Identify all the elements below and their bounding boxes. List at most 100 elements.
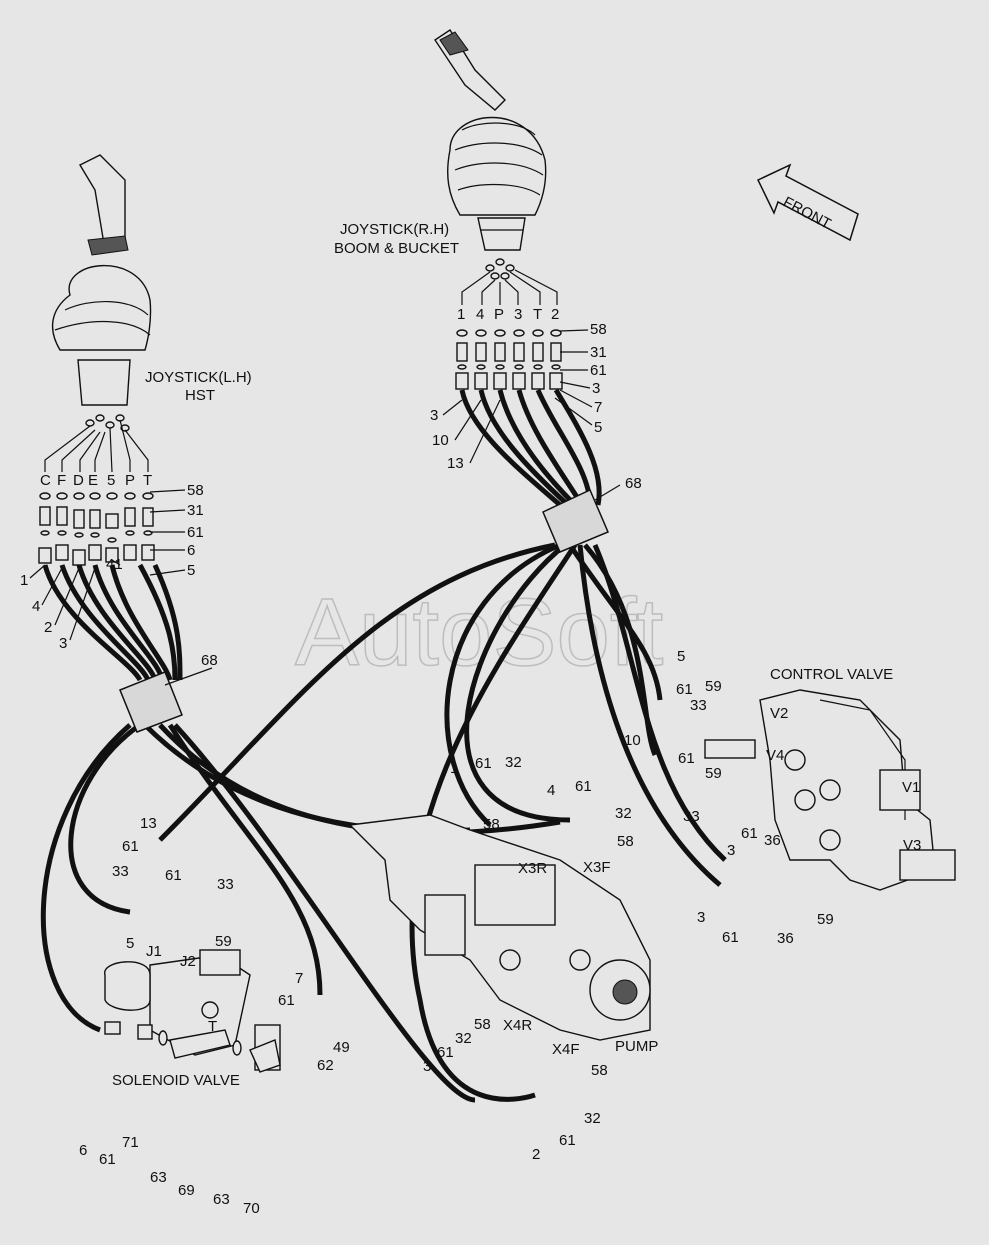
- lh-port-p: P: [125, 472, 135, 489]
- callout-lh-5: 5: [187, 562, 195, 579]
- hose-band-rh: [542, 488, 609, 553]
- callout-lh-61: 61: [187, 524, 204, 541]
- callout-cv-33b: 33: [683, 808, 700, 825]
- callout-f-6: 6: [79, 1142, 87, 1159]
- callout-f-69: 69: [178, 1182, 195, 1199]
- rh-fittings: [455, 329, 563, 390]
- pump-label: PUMP: [615, 1038, 658, 1055]
- lh-port-d: D: [73, 472, 84, 489]
- callout-cv-61a: 61: [676, 681, 693, 698]
- lh-port-c: C: [40, 472, 51, 489]
- callout-b-61r: 61: [559, 1132, 576, 1149]
- solenoid-valve-label: SOLENOID VALVE: [112, 1072, 240, 1089]
- callout-f-61: 61: [99, 1151, 116, 1168]
- callout-f-63b: 63: [213, 1191, 230, 1208]
- callout-f-71: 71: [122, 1134, 139, 1151]
- callout-b-58r: 58: [591, 1062, 608, 1079]
- callout-rh-7: 7: [594, 399, 602, 416]
- joystick-lh: [51, 154, 152, 432]
- port-j1: J1: [146, 943, 162, 960]
- pump: [348, 814, 651, 1041]
- port-j2: J2: [180, 953, 196, 970]
- callout-rh-68: 68: [625, 475, 642, 492]
- control-valve: [704, 689, 956, 891]
- rh-port-4: 4: [476, 306, 484, 323]
- callout-cv-10: 10: [624, 732, 641, 749]
- port-x4r: X4R: [503, 1017, 532, 1034]
- callout-lh-31: 31: [187, 502, 204, 519]
- leader-lines: [29, 329, 621, 686]
- rh-port-1: 1: [457, 306, 465, 323]
- callout-cv-36a: 36: [764, 832, 781, 849]
- port-x4f: X4F: [552, 1041, 580, 1058]
- callout-lh-6: 6: [187, 542, 195, 559]
- callout-lh-1: 1: [20, 572, 28, 589]
- callout-rh-13: 13: [447, 455, 464, 472]
- callout-b-58: 58: [474, 1016, 491, 1033]
- joystick-rh: [434, 29, 547, 280]
- hose-band-lh: [119, 671, 183, 733]
- callout-p-58b: 58: [617, 833, 634, 850]
- callout-b-3: 3: [423, 1058, 431, 1075]
- callout-cv-61d: 61: [722, 929, 739, 946]
- callout-p-61b: 61: [575, 778, 592, 795]
- callout-p-32b: 32: [615, 805, 632, 822]
- callout-p-58a: 58: [483, 816, 500, 833]
- callout-cv-61b: 61: [678, 750, 695, 767]
- callout-s-62: 62: [317, 1057, 334, 1074]
- callout-s-49: 49: [333, 1039, 350, 1056]
- callout-f-70: 70: [243, 1200, 260, 1217]
- callout-lh-41: 41: [106, 556, 123, 573]
- callout-cv-61c: 61: [741, 825, 758, 842]
- port-v4: V4: [766, 747, 784, 764]
- callout-cv-33a: 33: [690, 697, 707, 714]
- callout-lh-4: 4: [32, 598, 40, 615]
- bottom-fittings: [104, 1021, 281, 1073]
- callout-b-61: 61: [437, 1044, 454, 1061]
- rh-port-p: P: [494, 306, 504, 323]
- callout-cv-59c: 59: [817, 911, 834, 928]
- callout-s-33a: 33: [112, 863, 129, 880]
- callout-lh-68: 68: [201, 652, 218, 669]
- port-v1: V1: [902, 779, 920, 796]
- callout-cv-59a: 59: [705, 678, 722, 695]
- callout-rh-61: 61: [590, 362, 607, 379]
- callout-s-33b: 33: [217, 876, 234, 893]
- port-v3: V3: [903, 837, 921, 854]
- port-t: T: [208, 1018, 217, 1035]
- callout-cv-3a: 3: [727, 842, 735, 859]
- hoses: [40, 388, 727, 1103]
- callout-p-4: 4: [547, 782, 555, 799]
- callout-cv-36b: 36: [777, 930, 794, 947]
- callout-p-32a: 32: [505, 754, 522, 771]
- callout-s-61c: 61: [278, 992, 295, 1009]
- callout-s-59: 59: [215, 933, 232, 950]
- callout-cv-5: 5: [677, 648, 685, 665]
- callout-f-63a: 63: [150, 1169, 167, 1186]
- callout-rh-10: 10: [432, 432, 449, 449]
- lh-port-t: T: [143, 472, 152, 489]
- lh-port-e: E: [88, 472, 98, 489]
- callout-cv-59b: 59: [705, 765, 722, 782]
- callout-s-7: 7: [295, 970, 303, 987]
- rh-port-3: 3: [514, 306, 522, 323]
- callout-lh-58: 58: [187, 482, 204, 499]
- callout-rh-58: 58: [590, 321, 607, 338]
- callout-b-2: 2: [532, 1146, 540, 1163]
- joystick-lh-subtitle: HST: [185, 387, 215, 404]
- lh-port-5: 5: [107, 472, 115, 489]
- lh-fittings: [38, 492, 155, 566]
- callout-rh-5: 5: [594, 419, 602, 436]
- callout-s-5: 5: [126, 935, 134, 952]
- lh-port-f: F: [57, 472, 66, 489]
- port-v2: V2: [770, 705, 788, 722]
- callout-p-1: 1: [450, 760, 458, 777]
- callout-cv-3b: 3: [697, 909, 705, 926]
- callout-p-61a: 61: [475, 755, 492, 772]
- callout-rh-31: 31: [590, 344, 607, 361]
- port-x3r: X3R: [518, 860, 547, 877]
- front-arrow-icon: FRONT: [756, 163, 859, 242]
- port-x3f: X3F: [583, 859, 611, 876]
- callout-rh-3r: 3: [592, 380, 600, 397]
